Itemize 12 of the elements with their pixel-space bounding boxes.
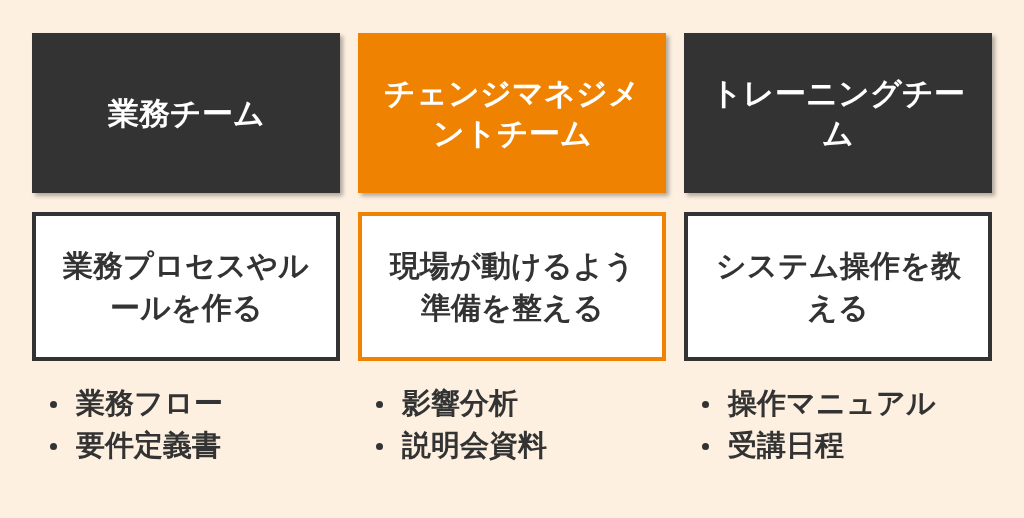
deliverable-item: 影響分析 (402, 385, 518, 422)
deliverable-item: 操作マニュアル (728, 385, 936, 422)
deliverable-item: 業務フロー (76, 385, 223, 422)
deliverable-item: 受講日程 (728, 427, 844, 464)
role-description-box: システム操作を教える (684, 212, 992, 361)
team-header-box: チェンジマネジメントチーム (358, 33, 666, 193)
role-description-box: 現場が動けるよう準備を整える (358, 212, 666, 361)
role-description-box: 業務プロセスやルールを作る (32, 212, 340, 361)
team-header-box: 業務チーム (32, 33, 340, 193)
team-header-box: トレーニングチーム (684, 33, 992, 193)
deliverable-item: 説明会資料 (402, 427, 547, 464)
deliverable-item: 要件定義書 (76, 427, 221, 464)
